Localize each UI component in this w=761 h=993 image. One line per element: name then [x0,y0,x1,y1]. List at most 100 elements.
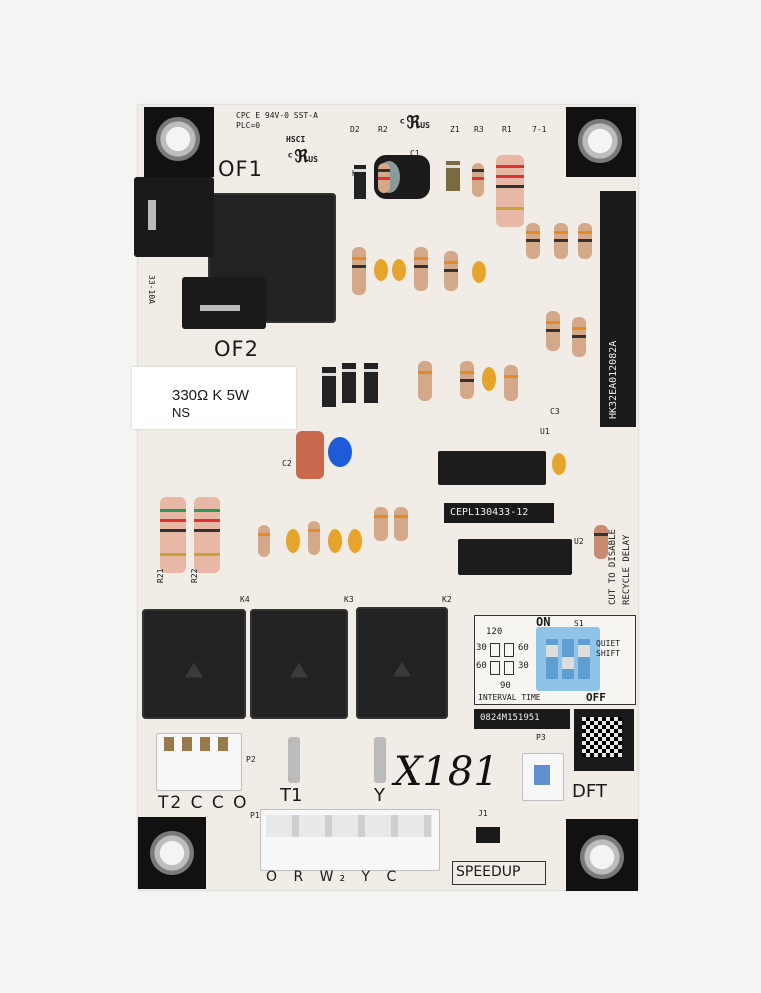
speedup-box [452,861,546,885]
capacitor-c8 [328,529,342,553]
resistor-r14 [504,365,518,401]
ref-r1: R1 [502,125,512,134]
spade-terminal-of1 [134,177,214,257]
ic-u2 [458,539,572,575]
of1-label: OF1 [218,157,263,181]
terminal-t1-post [288,737,300,783]
resistor-r5 [444,251,458,291]
interval-box-1 [490,643,500,657]
dip-off-label: OFF [586,691,606,704]
capacitor-c4a [472,261,486,283]
ref-d2: D2 [350,125,360,134]
diode-d2 [354,165,366,199]
board-code: 0824M151951 [480,713,540,723]
spade-blade-of1 [148,200,156,230]
ic-u1 [438,451,546,485]
ref-c2: C2 [282,459,292,468]
ref-r22: R22 [190,568,199,583]
interval-left-top: 30 [476,643,487,653]
dip-toggle-2[interactable] [562,657,574,669]
cut-line-1: CUT TO DISABLE [608,529,618,605]
resistor-r25 [258,525,270,557]
capacitor-blue [328,437,352,467]
value-sticker [132,367,296,429]
diode-d5 [342,363,356,403]
interval-left-bottom: 60 [476,661,487,671]
ref-z1: Z1 [450,125,460,134]
resistor-r18 [460,361,474,399]
ul-logo: ᶜℜUS [286,147,318,167]
part-number: HK32EA012082A [608,340,619,419]
resistor-r10 [546,311,560,351]
t1-label: T1 [280,785,303,806]
connector-p3-latch [534,765,550,785]
ref-u1: U1 [540,427,550,436]
terminals-p2: T2 C C O [158,793,249,813]
quiet-shift-line2: SHIFT [596,649,621,658]
resistor-r21 [160,497,186,573]
mount-hole-bottom-right [580,835,624,879]
resistor-r8 [554,223,568,259]
interval-right-bottom: 30 [518,661,529,671]
mount-hole-top-left [156,117,200,161]
dft-label: DFT [572,781,607,802]
resistor-r12 [594,525,608,559]
sticker-line-1: 330Ω K 5W [172,387,250,404]
diode-d4 [322,367,336,407]
chip-code: CEPL130433-12 [450,507,529,518]
spade-blade-of2 [200,305,240,311]
ref-c3: C3 [550,407,560,416]
relay-k4 [142,609,246,719]
diode-d1 [364,363,378,403]
interval-bottom: 90 [500,681,511,691]
ref-k4: K4 [240,595,250,604]
interval-time-label: INTERVAL TIME [478,693,541,702]
resistor-r2 [378,163,390,193]
part-number-strip [600,191,636,427]
ref-p2: P2 [246,755,256,764]
capacitor-c10 [286,529,300,553]
capacitor-c6 [374,259,388,281]
resistor-r3 [472,163,484,197]
resistor-r11 [352,247,366,295]
y-label: Y [374,785,385,806]
cert-line-2: PLC=0 [236,121,261,130]
relay-k3 [250,609,348,719]
zener-z1 [446,161,460,191]
resistor-r7 [414,247,428,291]
resistor-r1 [496,155,524,227]
capacitor-c9 [348,529,362,553]
sticker-line-2: NS [172,405,191,420]
mount-hole-bottom-left [150,831,194,875]
capacitor-c4 [482,367,496,391]
interval-box-4 [504,661,514,675]
quiet-shift-line1: QUIET [596,639,621,648]
of2-label: OF2 [214,337,259,361]
circuit-board: CPC E 94V-0 SST-A PLC=0 HSCI ᶜℜUS ᶜℜUS O… [132,105,638,891]
ref-r21: R21 [156,568,165,583]
capacitor-c5 [392,259,406,281]
spade-terminal-of2 [182,277,266,329]
relay-k2 [356,607,448,719]
ref-u2: U2 [574,537,584,546]
jumper-j1[interactable] [476,827,500,843]
ref-p1: P1 [250,811,260,820]
handwritten-mark: X181 [394,749,499,795]
cut-line-2: RECYCLE DELAY [622,534,632,605]
terminal-y-post [374,737,386,783]
ref-r2: R2 [378,125,388,134]
resistor-r19 [374,507,388,541]
dip-toggle-1[interactable] [546,645,558,657]
resistor-jw10 [418,361,432,401]
dip-on-label: ON [536,615,551,629]
board-code-strip [474,709,570,729]
interval-box-2 [504,643,514,657]
mount-hole-top-right [578,119,622,163]
cert-line-1: CPC E 94V-0 SST-A [236,111,318,120]
interval-top: 120 [486,627,503,637]
dip-toggle-3[interactable] [578,645,590,657]
capacitor-c2 [296,431,324,479]
resistor-r4 [526,223,540,259]
chip-code-strip [444,503,554,523]
interval-right-top: 60 [518,643,529,653]
